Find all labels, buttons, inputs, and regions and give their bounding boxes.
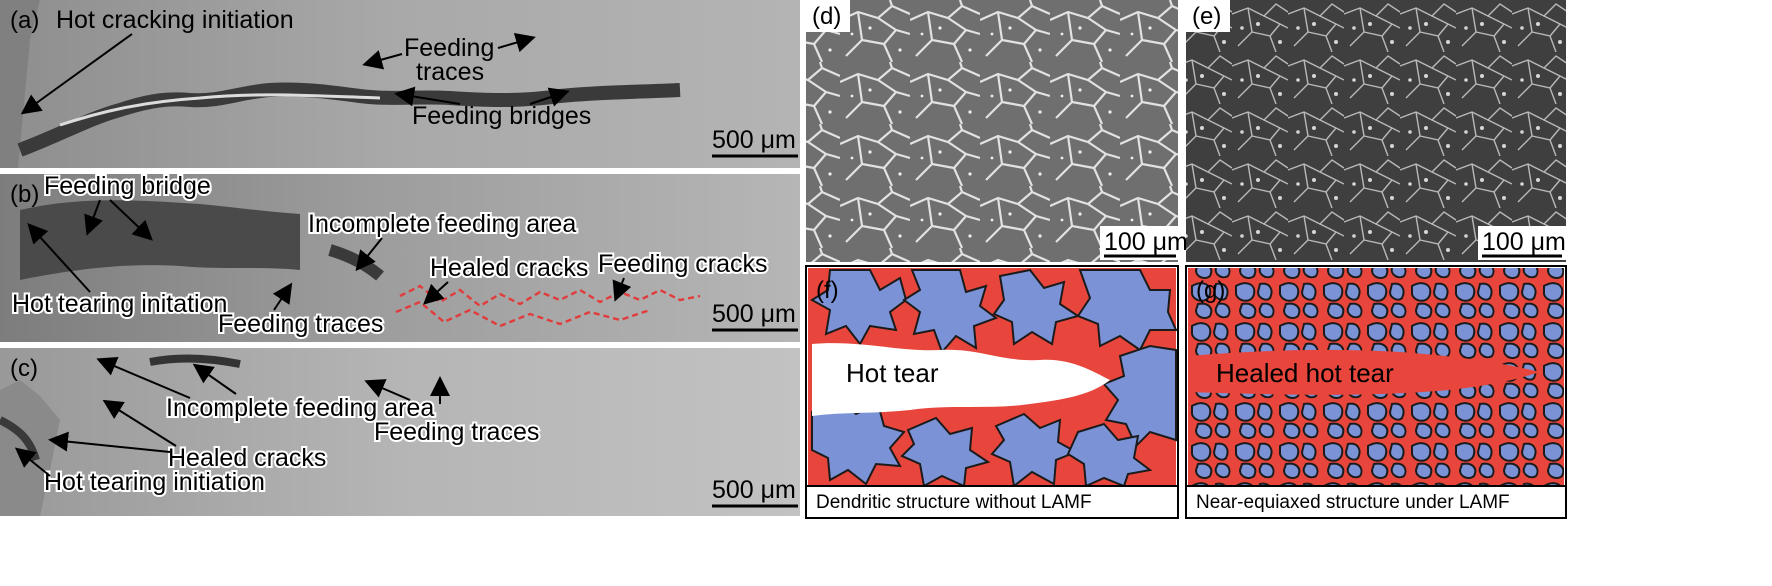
label-healed-hot-tear: Healed hot tear (1216, 358, 1394, 388)
annotation-hot-tearing-initiation: Hot tearing initiation (44, 468, 265, 496)
annotation-hot-cracking-initiation: Hot cracking initiation (56, 6, 294, 34)
arrow (14, 447, 51, 477)
hot-tear-void (812, 343, 1110, 416)
panel-b: (b) Feeding bridge Incomplete feeding ar… (0, 170, 800, 342)
arrow (612, 277, 632, 302)
arrow (529, 87, 570, 107)
healed-hot-tear (1188, 349, 1540, 395)
caption-g: Near-equiaxed structure under LAMF (1196, 492, 1510, 513)
arrow (394, 86, 461, 107)
annotation-hot-tearing-initation: Hot tearing initation (12, 290, 227, 318)
annotation-feeding-traces: Feeding traces (374, 418, 539, 446)
panel-tag: (e) (1192, 3, 1221, 30)
arrow (96, 357, 191, 399)
arrow (84, 199, 103, 236)
arrow (272, 282, 293, 311)
scale-bar-label: 100 μm (1104, 228, 1188, 256)
annotation-healed-cracks: Healed cracks (168, 444, 326, 472)
annotation-incomplete-feeding-area: Incomplete feeding area (308, 210, 576, 238)
arrow (20, 33, 133, 115)
annotation-feeding-bridges: Feeding bridges (412, 102, 591, 130)
sem-image-c (0, 348, 800, 516)
arrow (362, 50, 403, 70)
arrow (192, 363, 237, 395)
dendrites (810, 268, 1178, 488)
caption-f: Dendritic structure without LAMF (816, 492, 1092, 513)
arrow (48, 431, 171, 453)
panel-tag: (g) (1196, 277, 1225, 304)
arrow (27, 223, 91, 293)
panel-tag: (a) (10, 7, 39, 34)
panel-tag: (b) (10, 181, 39, 208)
annotation-healed-cracks: Healed cracks (430, 254, 588, 282)
scale-bar-label: 500 μm (712, 476, 796, 504)
annotation-feeding-bridge: Feeding bridge (44, 172, 211, 200)
annotation-feeding: Feeding (404, 34, 494, 62)
scale-bar-label: 500 μm (712, 126, 796, 154)
scale-bar-label: 100 μm (1482, 228, 1566, 256)
panel-a: (a) Hot cracking initiation Feeding trac… (0, 0, 800, 168)
healed-cracks-trace (395, 300, 651, 328)
annotation-traces: traces (416, 58, 484, 86)
arrow (423, 281, 449, 305)
arrow (102, 399, 177, 447)
arrow (355, 237, 383, 272)
panel-tag: (c) (10, 355, 38, 382)
panel-g: Healed hot tear Near-equiaxed structure … (1185, 265, 1567, 519)
annotation-feeding-cracks: Feeding cracks (598, 250, 768, 278)
panel-tag: (f) (816, 277, 839, 304)
panel-e: (e) 100 μm (1186, 0, 1566, 262)
scale-bar-label: 500 μm (712, 300, 796, 328)
label-hot-tear: Hot tear (846, 358, 939, 388)
panel-c: (c) Incomplete feeding area Feeding trac… (0, 348, 800, 516)
arrow (109, 199, 153, 241)
panel-tag: (d) (812, 3, 841, 30)
annotation-feeding-traces: Feeding traces (218, 310, 383, 338)
panel-f: Hot tear Dendritic structure without LAM… (805, 265, 1179, 519)
arrow (364, 379, 411, 401)
panel-d: (d) 100 μm (806, 0, 1188, 262)
annotation-incomplete-feeding-area: Incomplete feeding area (166, 394, 434, 422)
arrow (497, 32, 536, 53)
